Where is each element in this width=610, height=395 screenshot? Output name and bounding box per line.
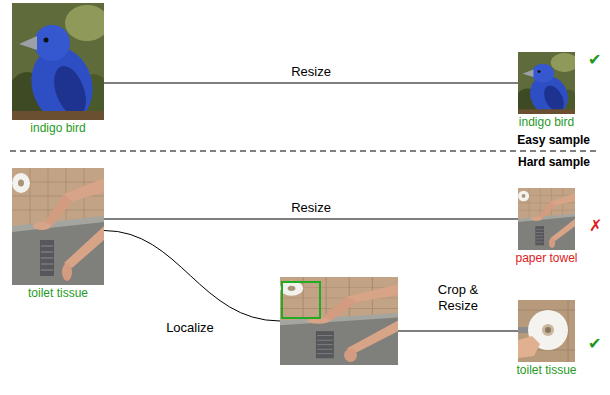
result-mark: ✔ <box>588 50 601 69</box>
image-caption: paper towel <box>515 251 577 265</box>
edge-label: Crop & Resize <box>428 282 488 314</box>
connector <box>104 231 280 322</box>
image-caption: indigo bird <box>30 121 85 135</box>
result-mark: ✔ <box>588 334 601 353</box>
localize-box <box>282 282 320 318</box>
edge-label: Resize <box>289 64 333 80</box>
result-mark: ✗ <box>589 216 602 235</box>
image-node: indigo bird <box>12 3 104 120</box>
image-node: toilet tissue <box>12 168 104 285</box>
section-label: Hard sample <box>518 155 590 170</box>
image-caption: toilet tissue <box>516 363 576 377</box>
connector <box>398 331 518 332</box>
image-node: toilet tissue <box>518 300 575 362</box>
section-label: Easy sample <box>517 133 590 148</box>
separator-line <box>10 151 600 152</box>
connector <box>104 83 518 84</box>
image-caption: toilet tissue <box>28 286 88 300</box>
connector <box>104 219 518 220</box>
image-caption: indigo bird <box>519 115 574 129</box>
image-node: paper towel <box>518 188 575 250</box>
edge-label: Resize <box>289 200 333 216</box>
image-node <box>280 277 398 365</box>
image-node: indigo bird <box>518 52 575 114</box>
edge-label: Localize <box>164 320 216 336</box>
